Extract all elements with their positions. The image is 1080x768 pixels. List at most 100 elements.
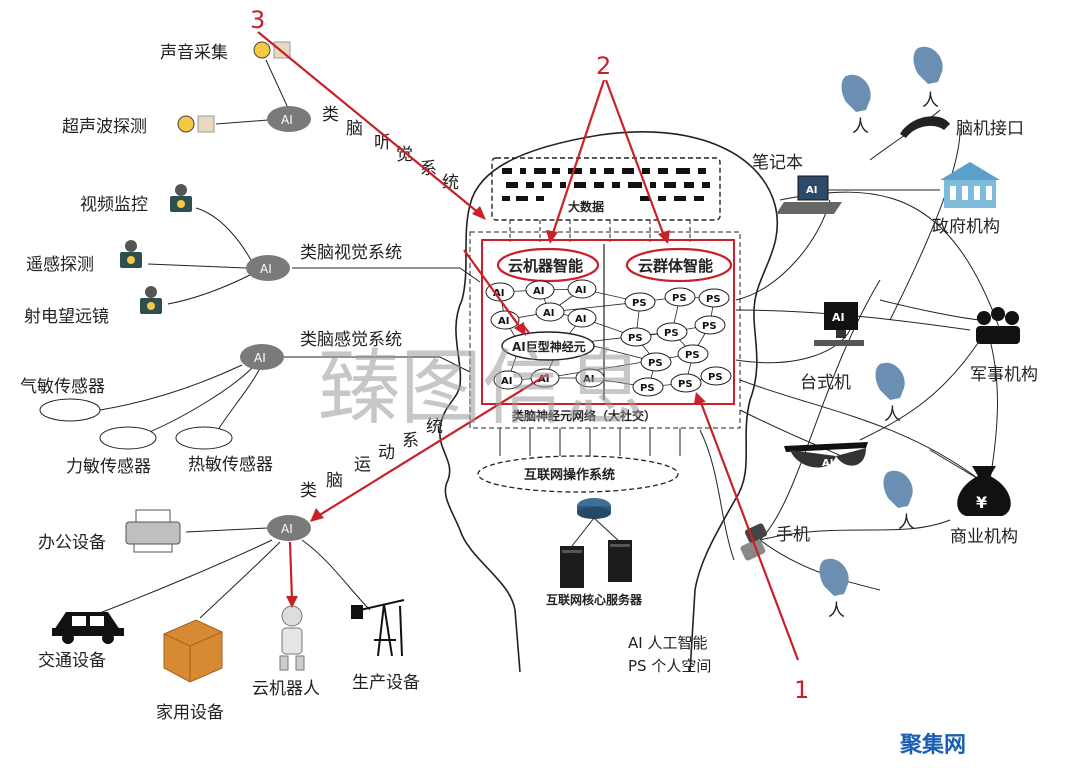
hub-vision [246,255,290,281]
hearing-links [215,59,289,125]
bci-headband-icon [900,116,950,138]
box-icon [163,619,223,683]
input-force: 力敏传感器 [66,457,151,477]
big-data-label: 大数据 [568,199,604,214]
yen-symbol: ¥ [976,493,987,512]
camera-icon [120,184,192,314]
output-production: 生产设备 [352,673,420,693]
hearing-system-c5: 统 [442,173,459,193]
hub-hearing [267,106,311,132]
input-telescope: 射电望远镜 [24,307,109,327]
ps-node-label: PS [664,328,679,339]
hub-sense-label: AI [254,351,266,365]
giant-neuron-ellipse [501,331,595,361]
ps-node-label: PS [706,294,721,305]
cloud-machine-ellipse [496,247,600,283]
router-icon [577,498,611,519]
laptop-ai-text: AI [806,185,817,196]
printer-icon [125,509,181,553]
bci-label: 脑机接口 [956,119,1024,139]
input-sound: 声音采集 [160,43,228,63]
person-label-3: 人 [884,405,901,425]
big-data-box [491,157,721,221]
vision-links [147,207,481,305]
giant-neuron-label: AI巨型神经元 [512,339,586,354]
marker-2: 2 [596,52,611,80]
marker-1: 1 [794,676,809,704]
output-home: 家用设备 [156,703,224,723]
hub-motion [267,515,311,541]
os-connectors [499,428,681,456]
vision-system: 类脑视觉系统 [300,243,402,263]
red-arrows [257,31,800,661]
cloud-machine-label: 云机器智能 [508,257,583,275]
person-label-5: 人 [828,601,845,621]
network-frame [469,231,741,429]
person-label-1: 人 [852,117,869,137]
sonar-icon [177,115,215,133]
hearing-system-c2: 听 [374,133,391,153]
big-data-bars [502,168,710,201]
input-video: 视频监控 [80,195,148,215]
motion-system-c0: 类 [300,481,317,501]
ps-node-label: PS [648,358,663,369]
motion-links [91,527,371,619]
input-heat: 热敏传感器 [188,455,273,475]
military-label: 军事机构 [970,365,1038,385]
os-label: 互联网操作系统 [524,467,615,483]
gas-sensor-ellipse [39,398,101,422]
person-icon [819,46,943,596]
ai-nodes: AI AI AI AI AI AI AI AI AI [485,279,605,390]
hearing-system-c1: 脑 [346,119,363,139]
government-building-icon [940,162,1000,208]
red-arrow-heads [286,206,706,608]
big-data-connectors [509,220,691,242]
ps-node-label: PS [640,383,655,394]
os-ellipse [477,455,679,493]
phone-label: 手机 [776,525,810,545]
ai-node-label: AI [498,316,509,327]
desktop-icon: AI [814,302,864,346]
input-gas: 气敏传感器 [20,377,105,397]
ps-node-label: PS [685,350,700,361]
neural-network-box [481,239,735,405]
output-traffic: 交通设备 [38,651,106,671]
ps-node-label: PS [678,379,693,390]
network-label: 类脑神经元网络（大社交） [512,408,656,423]
hub-hearing-label: AI [281,113,293,127]
laptop-label: 笔记本 [752,153,803,173]
hub-sense [240,344,284,370]
ai-node-label: AI [583,374,594,385]
glasses-ai-text: AI [822,458,833,469]
ai-node-label: AI [501,376,512,387]
oil-pump-icon [351,599,405,657]
money-bag-icon: ¥ [957,466,1011,516]
ai-node-label: AI [533,286,544,297]
robot-icon [279,605,305,671]
military-icon [976,307,1020,344]
heat-sensor-ellipse [175,426,233,450]
motion-system-c3: 动 [378,443,395,463]
ai-node-label: AI [543,308,554,319]
sense-system: 类脑感觉系统 [300,330,402,350]
cloud-group-ellipse [625,247,733,283]
motion-system-c1: 脑 [326,471,343,491]
car-icon [52,612,124,644]
servers-label: 互联网核心服务器 [546,592,643,607]
hearing-system-c0: 类 [322,105,339,125]
motion-system-c5: 统 [426,417,443,437]
hub-motion-label: AI [281,522,293,536]
output-office: 办公设备 [38,533,106,553]
server-icon [560,540,632,588]
person-label-4: 人 [898,513,915,533]
output-robot: 云机器人 [252,679,320,699]
head-outline [439,131,779,673]
force-sensor-ellipse [99,426,157,450]
watermark-text: 臻图信息 [318,341,646,436]
input-remote: 遥感探测 [26,255,94,275]
ps-nodes: PS PS PS PS PS PS PS PS PS PS PS [620,287,732,397]
ps-node-label: PS [632,298,647,309]
marker-3: 3 [250,6,265,34]
brand-logo: 聚集网 [899,732,966,758]
